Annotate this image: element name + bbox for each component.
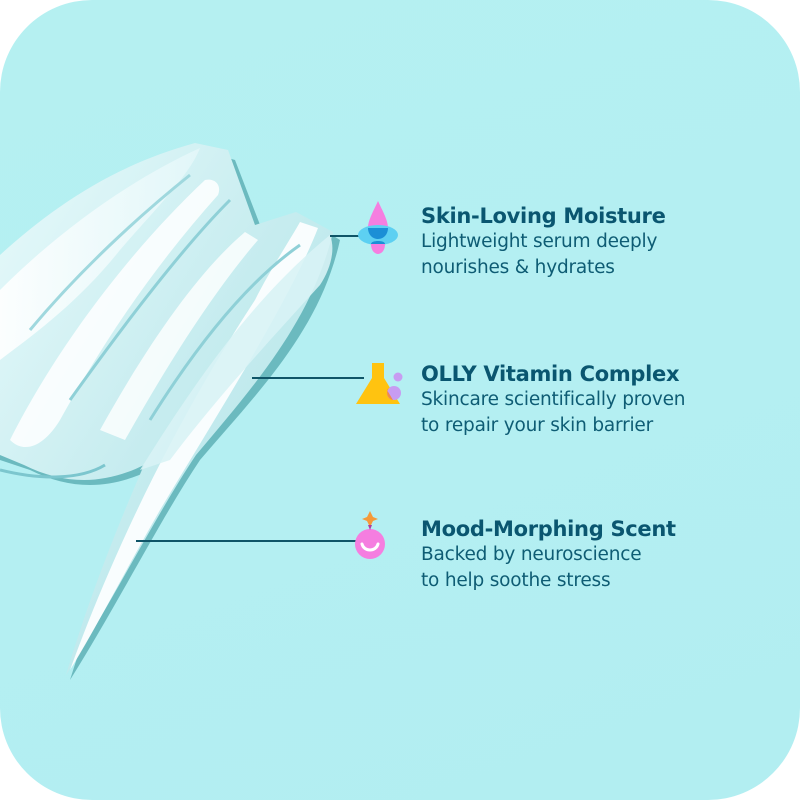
feature-olly-vitamin-complex: OLLY Vitamin Complex Skincare scientific… <box>421 361 686 439</box>
smiley-orb-icon <box>355 511 385 559</box>
connector-line-2 <box>252 377 364 379</box>
droplet-icon <box>358 201 398 254</box>
feature-description-line: to repair your skin barrier <box>421 415 654 436</box>
feature-title: Skin-Loving Moisture <box>421 204 666 228</box>
feature-title: OLLY Vitamin Complex <box>421 362 680 386</box>
flask-icon <box>356 363 403 404</box>
cream-swatch-image <box>0 143 340 680</box>
feature-description-line: nourishes & hydrates <box>421 257 615 278</box>
feature-title: Mood-Morphing Scent <box>421 517 676 541</box>
feature-description-line: Lightweight serum deeply <box>421 231 658 252</box>
feature-description-line: Backed by neuroscience <box>421 544 642 565</box>
feature-description-line: to help soothe stress <box>421 570 611 591</box>
connector-line-3 <box>136 540 362 542</box>
connector-line-1 <box>330 235 366 237</box>
feature-skin-loving-moisture: Skin-Loving Moisture Lightweight serum d… <box>421 203 666 281</box>
feature-mood-morphing-scent: Mood-Morphing Scent Backed by neuroscien… <box>421 516 676 594</box>
feature-description-line: Skincare scientifically proven <box>421 389 686 410</box>
